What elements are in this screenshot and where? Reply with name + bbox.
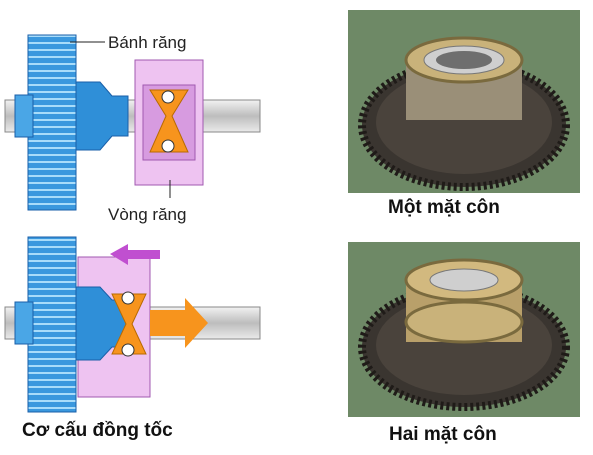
label-ring: Vòng răng [108,205,187,224]
gear-body [27,236,77,413]
label-gear: Bánh răng [108,33,187,52]
photo-double-cone [348,242,580,417]
purple-arrow [110,244,160,265]
caption-synchronizer: Cơ cấu đồng tốc [22,420,173,441]
synchronizer-diagram-disengaged [4,34,261,211]
gear-hub [75,81,129,151]
synchronizer-diagram-engaged [4,236,261,413]
photo-single-cone [348,10,580,193]
orange-arrow [150,298,208,348]
gear-body [27,34,77,211]
caption-double-cone: Hai mặt côn [389,424,497,445]
caption-single-cone: Một mặt côn [388,197,500,218]
